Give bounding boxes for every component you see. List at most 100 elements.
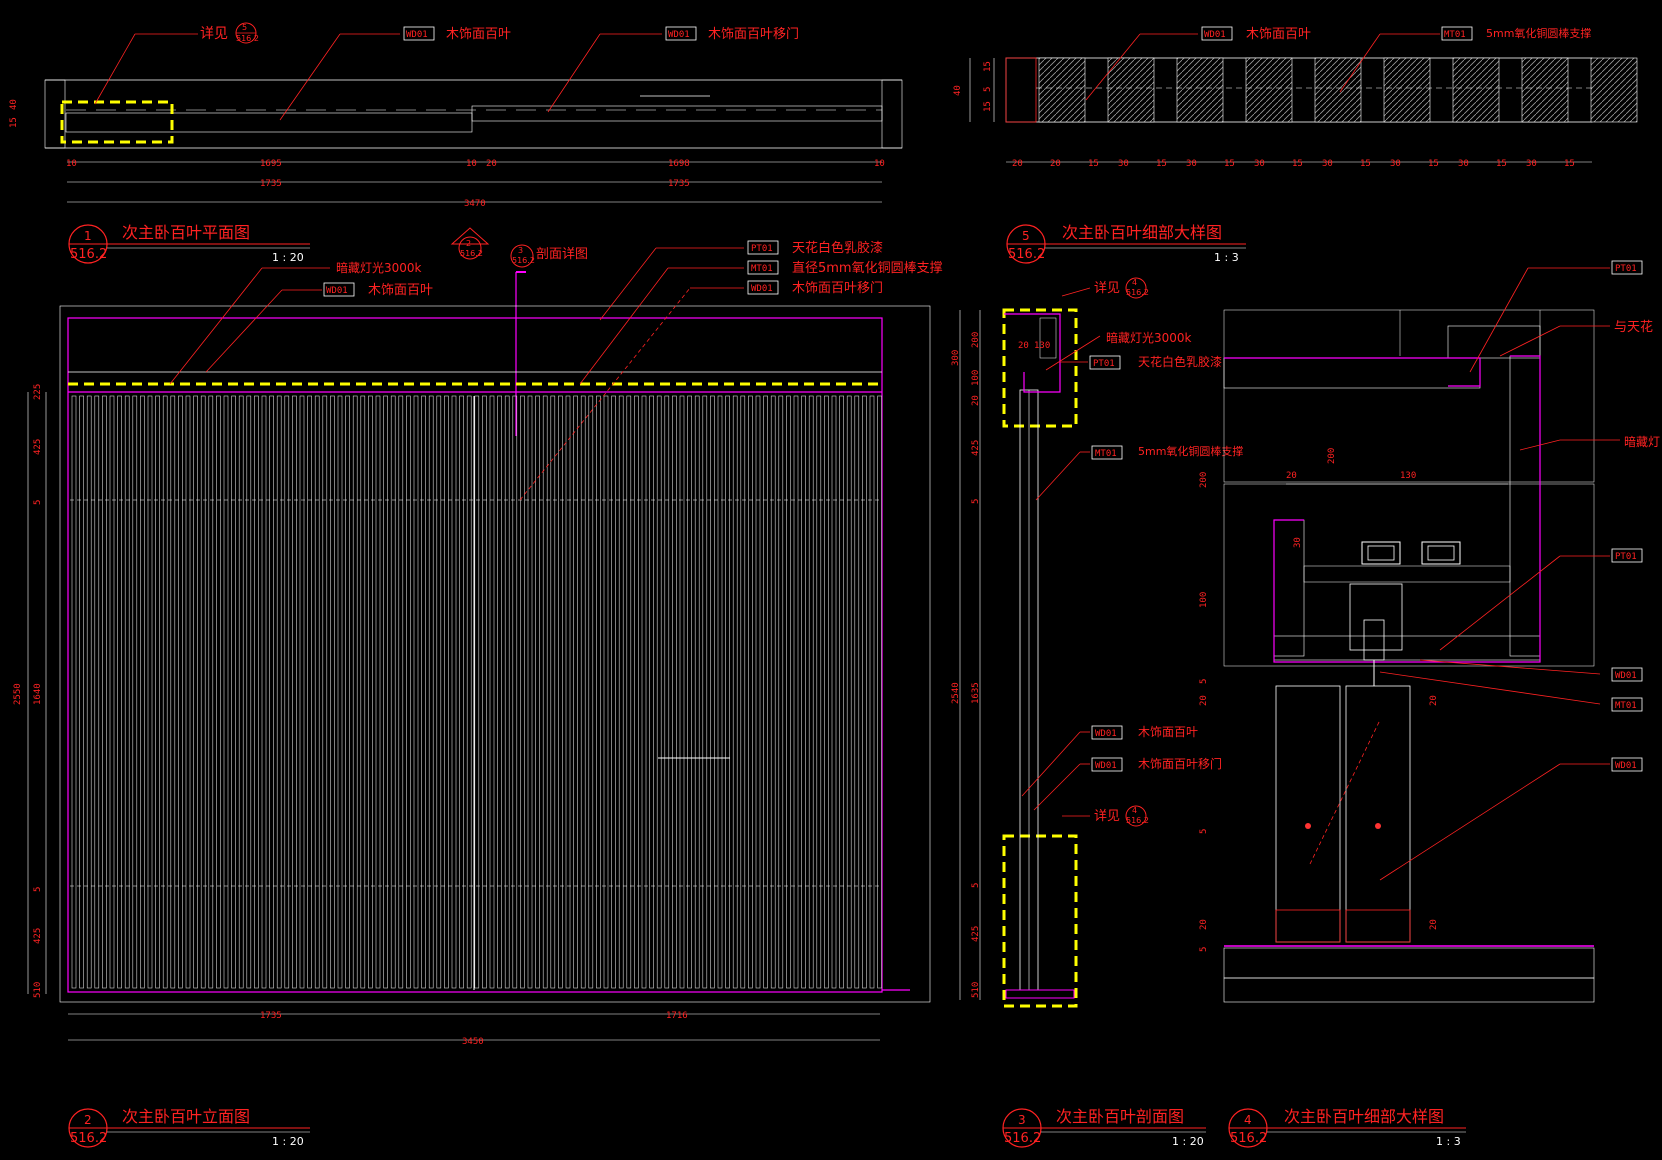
d5-dim: 5 bbox=[983, 87, 993, 92]
louver-slat bbox=[307, 395, 312, 989]
material-code: WD01 bbox=[1095, 761, 1117, 771]
louver-slat bbox=[284, 395, 290, 989]
drawing-scale: 1 : 3 bbox=[1436, 1135, 1461, 1148]
louver-slat bbox=[846, 395, 852, 989]
elev-dim: 1640 bbox=[33, 683, 43, 705]
d5-dim: 15 bbox=[1224, 159, 1235, 169]
d5-dim: 20 bbox=[1012, 159, 1023, 169]
section-detail-label: 剖面详图 bbox=[536, 247, 588, 262]
callout-sheet: 516.2 bbox=[236, 34, 259, 43]
louver-slat bbox=[155, 395, 160, 989]
louver-slat bbox=[124, 395, 130, 989]
louver-slat bbox=[732, 395, 738, 989]
drawing-sheet: 516.2 bbox=[70, 1131, 107, 1146]
d4-dim: 200 bbox=[1327, 448, 1337, 464]
louver-slat bbox=[520, 395, 525, 989]
elev-dim: 1735 bbox=[260, 1011, 282, 1021]
d4-dim: 20 bbox=[1429, 919, 1439, 930]
louver-slat bbox=[672, 395, 677, 989]
louver-slat bbox=[117, 395, 122, 989]
material-label: 5mm氧化铜圆棒支撑 bbox=[1486, 26, 1591, 40]
detail-5-slat bbox=[1521, 57, 1569, 123]
material-code: MT01 bbox=[751, 264, 773, 274]
elev-dim: 225 bbox=[33, 384, 43, 400]
material-code: WD01 bbox=[751, 284, 773, 294]
callout-num: 4 bbox=[1132, 806, 1137, 815]
plan-dim: 1735 bbox=[260, 179, 282, 189]
d5-dim: 30 bbox=[1526, 159, 1537, 169]
louver-slat bbox=[786, 395, 791, 989]
plan-dim: 1695 bbox=[260, 159, 282, 169]
drawing-title: 次主卧百叶细部大样图 bbox=[1062, 223, 1222, 242]
d4-dim: 100 bbox=[1199, 592, 1209, 608]
elev-dim: 425 bbox=[33, 439, 43, 455]
plan-dim-total: 3470 bbox=[464, 199, 486, 209]
d5-dim: 15 bbox=[1564, 159, 1575, 169]
louver-slat bbox=[436, 395, 442, 989]
callout-num: 2 bbox=[466, 239, 471, 248]
louver-slat bbox=[702, 395, 708, 989]
d5-dim: 40 bbox=[953, 85, 963, 96]
louver-slat bbox=[368, 395, 373, 989]
d4-dim: 30 bbox=[1293, 537, 1303, 548]
louver-slat bbox=[535, 395, 540, 989]
detail-5-slat bbox=[1038, 57, 1086, 123]
louver-slat bbox=[824, 395, 829, 989]
louver-slat bbox=[512, 395, 518, 989]
d5-dim: 15 bbox=[983, 61, 993, 72]
louver-slat bbox=[102, 395, 107, 989]
d4-dim: 20 bbox=[1429, 695, 1439, 706]
section-marker: 2 516.2 3 516.2 剖面详图 bbox=[450, 227, 588, 436]
drawing-scale: 1 : 20 bbox=[1172, 1135, 1204, 1148]
louver-slat bbox=[451, 395, 457, 989]
drawing-sheet: 516.2 bbox=[70, 247, 107, 262]
d5-dim: 20 bbox=[1050, 159, 1061, 169]
louver-slat bbox=[679, 395, 685, 989]
detail-5-slat bbox=[1383, 57, 1431, 123]
louver-slat bbox=[862, 395, 867, 989]
sec-dim: 5 bbox=[971, 499, 981, 504]
plan-dim-side: 40 bbox=[9, 99, 19, 110]
louver-slat bbox=[816, 395, 822, 989]
louver-slat bbox=[200, 395, 206, 989]
material-label: 与天花 bbox=[1614, 319, 1653, 335]
louver-slat bbox=[808, 395, 814, 989]
drawing-sheet: 516.2 bbox=[1004, 1131, 1041, 1146]
louver-slat bbox=[413, 395, 419, 989]
material-label: 木饰面百叶 bbox=[446, 27, 511, 42]
louver-slat bbox=[466, 395, 472, 989]
louver-slat bbox=[375, 395, 381, 989]
hidden-light-label: 暗藏灯光3000k bbox=[336, 260, 422, 275]
d5-dim: 15 bbox=[1428, 159, 1439, 169]
louver-slat bbox=[140, 395, 145, 989]
louver-slat bbox=[580, 395, 586, 989]
detail-5-slat bbox=[1590, 57, 1638, 123]
plan-view: 10 1695 10 20 1698 10 1735 1735 3470 40 … bbox=[9, 22, 903, 264]
detail-5-slat bbox=[1245, 57, 1293, 123]
louver-slat bbox=[656, 395, 662, 989]
louver-slat bbox=[558, 395, 563, 989]
hidden-light-label: 暗藏灯光3000k bbox=[1106, 330, 1192, 345]
detail-5-slats bbox=[1038, 57, 1638, 123]
d4-dim: 200 bbox=[1199, 472, 1209, 488]
material-label: 木饰面百叶移门 bbox=[792, 281, 883, 296]
sec-dim: 5 bbox=[971, 883, 981, 888]
elev-dim: 5 bbox=[33, 887, 43, 892]
louver-slat bbox=[489, 395, 495, 989]
callout-sheet: 516.2 bbox=[512, 256, 535, 265]
elev-dim: 1716 bbox=[666, 1011, 688, 1021]
louver-slat bbox=[216, 395, 221, 989]
plan-dim: 1735 bbox=[668, 179, 690, 189]
louver-slat bbox=[710, 395, 715, 989]
louver-slat bbox=[527, 395, 533, 989]
drawing-scale: 1 : 20 bbox=[272, 1135, 304, 1148]
louver-slat bbox=[162, 395, 168, 989]
elevation-view: 225 425 5 2550 1640 5 425 510 1735 1716 … bbox=[13, 240, 943, 1148]
material-code: WD01 bbox=[1615, 671, 1637, 681]
material-code: PT01 bbox=[751, 244, 773, 254]
material-code: PT01 bbox=[1615, 552, 1637, 562]
louver-slat bbox=[79, 395, 84, 989]
louver-slat bbox=[208, 395, 214, 989]
